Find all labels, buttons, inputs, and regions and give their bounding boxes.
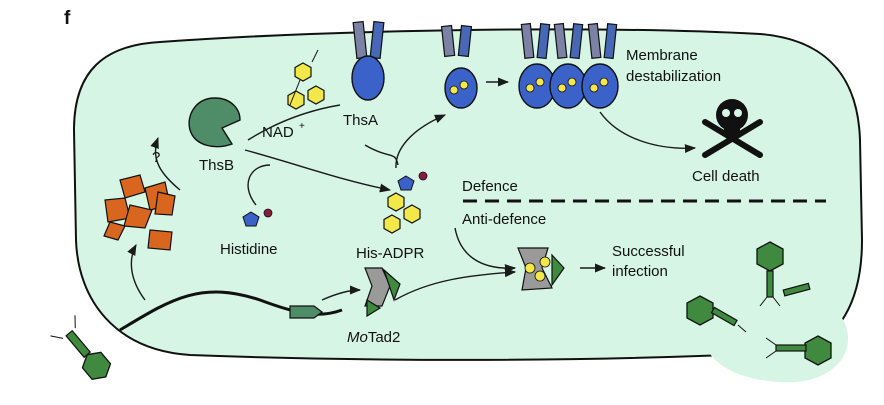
thsa-oligomer — [518, 22, 619, 109]
arrow-to-cell-death — [599, 111, 697, 154]
arrow-thsb-to-his-adpr — [244, 149, 392, 193]
phage-invading — [50, 315, 112, 380]
motad2-gene — [289, 305, 323, 319]
infection-label: infection — [612, 263, 668, 280]
defence-label: Defence — [462, 178, 518, 195]
arrow-histidine-input — [247, 164, 271, 206]
arrow-dna-to-debris — [127, 244, 146, 301]
arrow-gene-to-motad2 — [321, 285, 362, 301]
membrane-label-line2: destabilization — [626, 68, 721, 85]
arrow-his-adpr-to-motad2 — [454, 227, 517, 274]
thsb-label: ThsB — [199, 157, 234, 174]
nad-molecule — [287, 49, 325, 110]
motad2-label: MoTad2 — [347, 329, 400, 346]
phage-progeny-3 — [765, 335, 832, 366]
panel-letter: f — [64, 8, 71, 29]
phage-progeny-2 — [686, 295, 747, 333]
thsa-protein — [351, 20, 385, 101]
anti-defence-label: Anti-defence — [462, 211, 546, 228]
phage-progeny-4 — [782, 282, 811, 297]
histidine-molecule — [242, 208, 273, 227]
membrane-label-line1: Membrane — [626, 47, 698, 64]
arrow-nad-input — [247, 104, 341, 141]
arrow-thsa-small — [364, 144, 399, 166]
arrow-his-adpr-to-thsa — [395, 114, 447, 169]
his-adpr-label: His-ADPR — [356, 245, 425, 262]
orange-fragments — [103, 174, 176, 251]
cell-death-label: Cell death — [692, 168, 760, 185]
histidine-label: Histidine — [220, 241, 278, 258]
thsb-protein — [188, 97, 241, 148]
nad-label: NAD — [262, 124, 294, 141]
phage-progeny-1 — [756, 241, 784, 307]
nad-charge: + — [299, 121, 305, 132]
successful-label: Successful — [612, 243, 685, 260]
motad2-protein — [364, 267, 401, 318]
skull-crossbones-icon — [702, 99, 763, 158]
his-adpr-molecule — [383, 171, 428, 234]
thsa-label: ThsA — [343, 112, 378, 129]
arrow-motad2-to-complex — [394, 268, 517, 301]
motad2-his-adpr-complex — [517, 247, 565, 291]
thsa-activated — [440, 24, 478, 109]
arrow-debris-to-thsb — [150, 136, 181, 191]
